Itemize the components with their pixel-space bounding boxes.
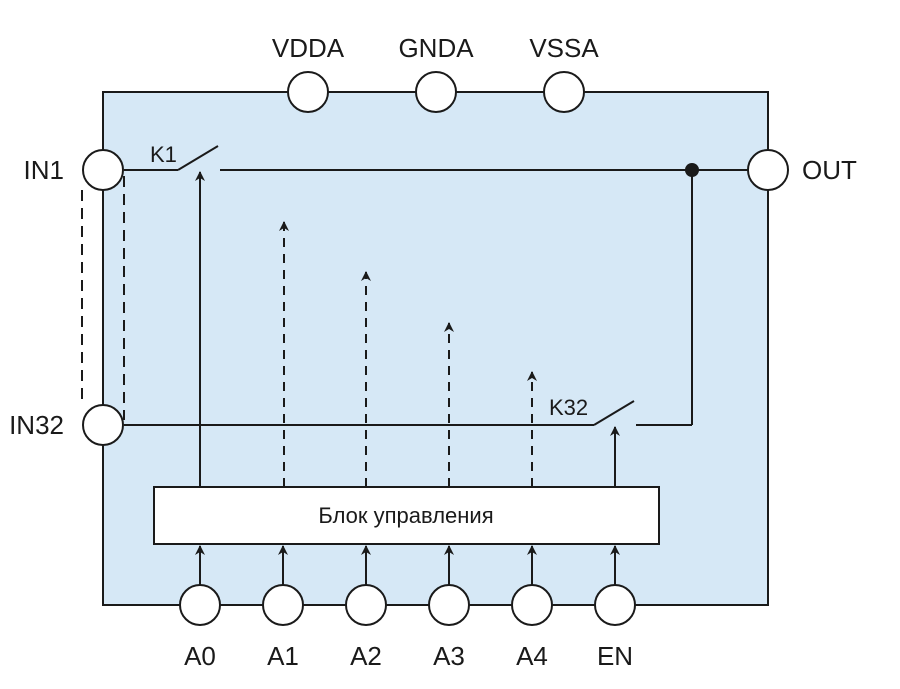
- label-a2: A2: [350, 641, 382, 671]
- signal-lines: [124, 145, 748, 426]
- pin-en: [594, 584, 636, 626]
- label-out: OUT: [802, 155, 857, 185]
- elided-inputs: [81, 176, 125, 420]
- control-block-label: Блок управления: [318, 503, 493, 528]
- label-a0: A0: [184, 641, 216, 671]
- label-in1: IN1: [24, 155, 64, 185]
- label-in32: IN32: [9, 410, 64, 440]
- label-en: EN: [597, 641, 633, 671]
- control-arrows: [195, 171, 620, 487]
- pin-a4: [511, 584, 553, 626]
- pins: [82, 71, 789, 626]
- label-k1: K1: [150, 142, 177, 167]
- k1-switch-lever: [177, 145, 219, 171]
- address-input-arrows: [195, 545, 620, 585]
- pin-a3: [428, 584, 470, 626]
- pin-in32: [82, 404, 124, 446]
- pin-gnda: [415, 71, 457, 113]
- pin-out: [747, 149, 789, 191]
- pin-a1: [262, 584, 304, 626]
- label-vdda: VDDA: [272, 33, 345, 63]
- k32-switch-lever: [593, 400, 635, 426]
- junction-dot: [685, 163, 699, 177]
- label-vssa: VSSA: [529, 33, 599, 63]
- pin-vdda: [287, 71, 329, 113]
- pin-a2: [345, 584, 387, 626]
- pin-a0: [179, 584, 221, 626]
- label-a1: A1: [267, 641, 299, 671]
- label-gnda: GNDA: [398, 33, 474, 63]
- label-a3: A3: [433, 641, 465, 671]
- label-a4: A4: [516, 641, 548, 671]
- control-block: [153, 486, 660, 545]
- pin-in1: [82, 149, 124, 191]
- label-k32: K32: [549, 395, 588, 420]
- pin-vssa: [543, 71, 585, 113]
